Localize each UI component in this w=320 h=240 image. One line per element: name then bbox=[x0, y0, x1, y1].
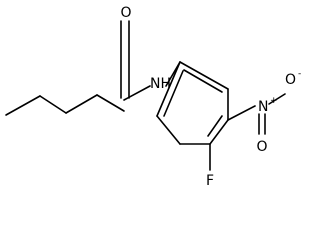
ring-double-bond bbox=[207, 115, 223, 137]
bond-c4-c3 bbox=[39, 95, 67, 114]
bond-c2-c1 bbox=[96, 94, 125, 112]
bond-nitro-oxygen-double bbox=[258, 113, 266, 135]
ring-double-bond bbox=[163, 70, 184, 117]
nitro-nitrogen-label: N bbox=[258, 99, 268, 115]
nitro-minus-charge: - bbox=[298, 69, 301, 79]
nitro-oxygen-single-label: O bbox=[285, 72, 296, 88]
bond-nitro-oxygen-single bbox=[268, 93, 286, 105]
carbonyl-oxygen-label: O bbox=[120, 5, 131, 21]
benzene-ring bbox=[156, 61, 229, 145]
pentanoyl-chain bbox=[5, 94, 125, 116]
structural-formula: O NH N + O - O F bbox=[5, 5, 301, 189]
nitro-oxygen-double-label: O bbox=[256, 139, 267, 155]
ring-double-bond bbox=[183, 69, 223, 93]
fluorine-label: F bbox=[206, 173, 214, 189]
carbonyl-double-bond bbox=[120, 20, 130, 99]
bond-c3-c2 bbox=[65, 94, 98, 114]
bond-ring-nitro bbox=[227, 105, 256, 121]
bond-carbonyl-nitrogen bbox=[123, 85, 151, 101]
amide-nh-label: NH bbox=[150, 76, 171, 92]
bond-c5-c4 bbox=[5, 95, 41, 116]
